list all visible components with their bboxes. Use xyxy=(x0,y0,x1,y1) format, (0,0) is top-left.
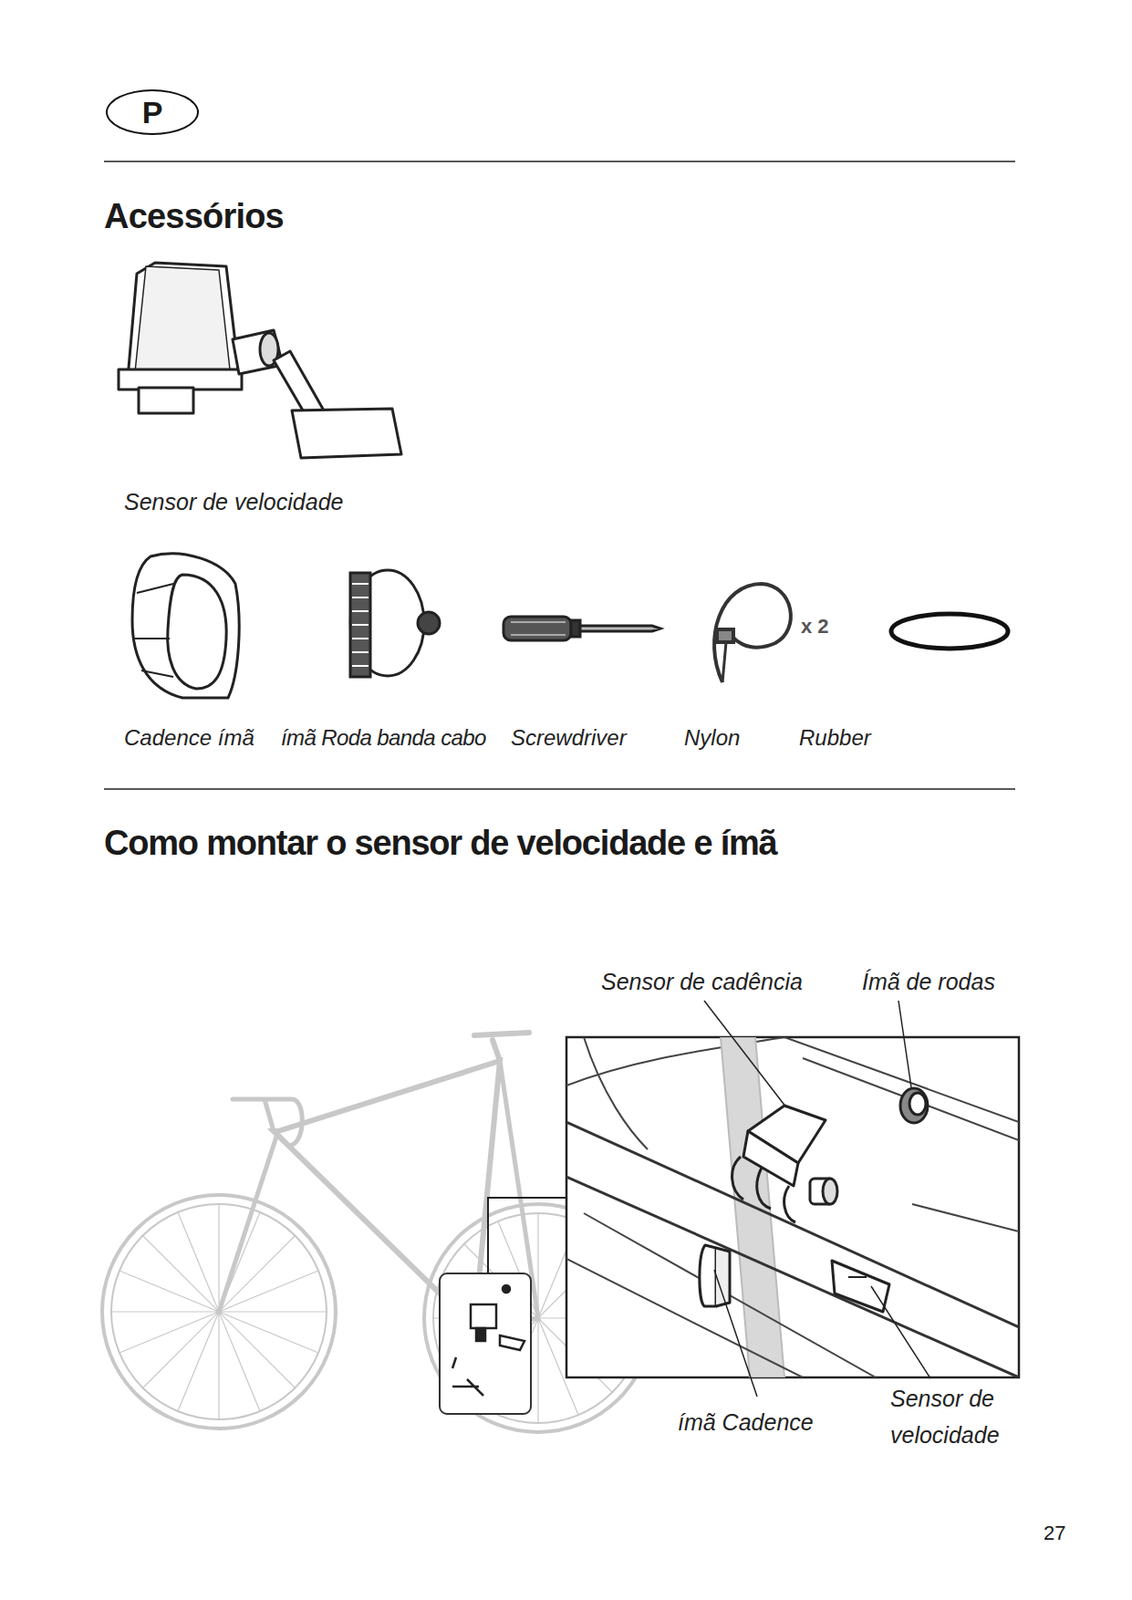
part-caption: ímã Roda banda cabo xyxy=(280,725,487,752)
part-caption: Screwdriver xyxy=(510,725,627,752)
section-heading: Como montar o sensor de velocidade e ímã xyxy=(103,822,778,865)
part-callout: ímã Cadence xyxy=(677,1408,814,1436)
section-heading: Acessórios xyxy=(103,196,284,239)
part-caption: Cadence ímã xyxy=(124,725,255,752)
part-callout: Ímã de rodas xyxy=(861,967,996,996)
page-number: 27 xyxy=(1043,1521,1066,1546)
part-callout: Sensor de velocidade xyxy=(890,1380,1028,1454)
part-caption: Nylon xyxy=(684,725,740,752)
part-callout: Sensor de cadência xyxy=(601,967,803,996)
part-caption: Rubber xyxy=(799,725,872,752)
language-badge: P xyxy=(105,89,199,136)
badge-letter: P xyxy=(142,96,164,128)
quantity-mark: x 2 xyxy=(800,614,830,639)
part-caption: Sensor de velocidade xyxy=(124,488,343,516)
